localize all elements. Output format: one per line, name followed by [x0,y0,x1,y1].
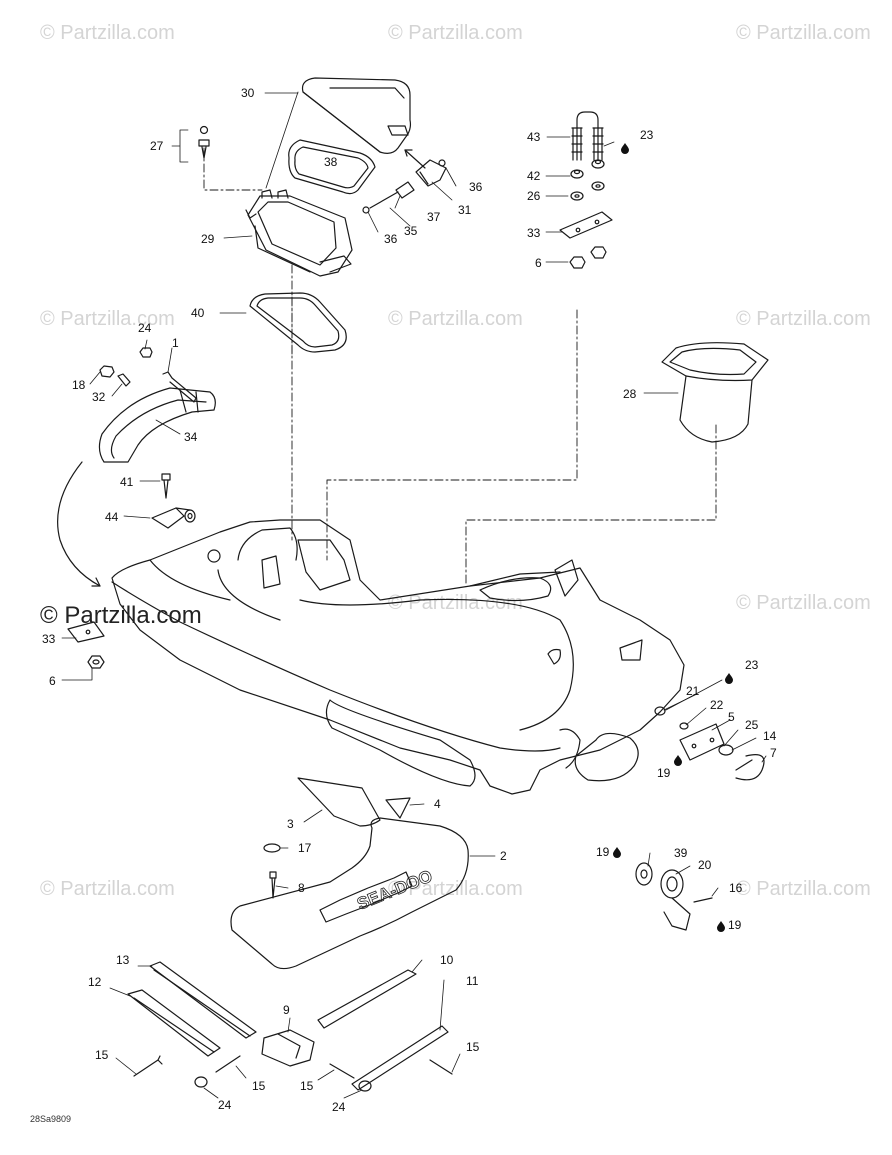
watermark: © Partzilla.com [40,308,175,330]
callout-38: 38 [324,155,338,169]
watermark: © Partzilla.com [40,22,175,44]
callout-6: 6 [535,256,542,270]
callout-24: 24 [218,1098,232,1112]
callout-24: 24 [332,1100,346,1114]
u-bolt-hardware [559,111,613,269]
callout-7: 7 [770,746,777,760]
callout-39: 39 [674,846,688,860]
assembly-lines [203,147,717,586]
callout-15: 15 [252,1079,266,1093]
drain-plug [635,862,713,931]
callout-11: 11 [466,974,479,988]
storage-basket [661,342,769,443]
callout-28: 28 [623,387,637,401]
figure-code: 28Sa9809 [30,1114,72,1124]
watermark: © Partzilla.com [388,22,523,44]
callout-15: 15 [300,1079,314,1093]
callout-6: 6 [49,674,56,688]
callout-19: 19 [728,918,742,932]
oil-drop-icon [621,143,629,154]
callout-34: 34 [184,430,198,444]
callout-35: 35 [404,224,418,238]
lid-gasket [288,139,376,195]
callout-25: 25 [745,718,759,732]
watermark: © Partzilla.com [388,878,523,900]
brand-watermark: © Partzilla.com [40,602,202,629]
callout-29: 29 [201,232,215,246]
callout-17: 17 [298,841,312,855]
callout-23: 23 [640,128,654,142]
callout-33: 33 [42,632,56,646]
watermark: © Partzilla.com [736,22,871,44]
callout-42: 42 [527,169,541,183]
callout-33: 33 [527,226,541,240]
callout-13: 13 [116,953,130,967]
callout-32: 32 [92,390,106,404]
storage-bin [245,189,353,277]
bracket-9 [261,1029,315,1067]
callout-10: 10 [440,953,454,967]
watermark: © Partzilla.com [388,308,523,330]
callout-36: 36 [469,180,483,194]
callout-3: 3 [287,817,294,831]
callout-20: 20 [698,858,712,872]
oil-drop-icon [725,673,733,684]
callout-16: 16 [729,881,743,895]
bin-gasket [249,292,347,353]
callout-26: 26 [527,189,541,203]
callout-44: 44 [105,510,119,524]
callout-14: 14 [763,729,777,743]
callout-24: 24 [138,321,152,335]
storage-lid [301,77,412,154]
callout-22: 22 [710,698,724,712]
oil-drop-icon [613,847,621,858]
tow-eye-hardware [654,706,765,781]
lid-latch [362,149,447,214]
callout-5: 5 [728,710,735,724]
callout-23: 23 [745,658,759,672]
watermark: © Partzilla.com [40,878,175,900]
assembly-arrow [57,461,101,587]
callout-9: 9 [283,1003,290,1017]
tie-down [151,473,196,529]
callout-36: 36 [384,232,398,246]
callout-21: 21 [686,684,700,698]
grille-plates [297,777,411,827]
callout-43: 43 [527,130,541,144]
callout-41: 41 [120,475,134,489]
watermark: © Partzilla.com [736,592,871,614]
callout-27: 27 [150,139,164,153]
callout-31: 31 [458,203,472,217]
callout-2: 2 [500,849,507,863]
cap-24 [194,1076,208,1088]
callout-15: 15 [466,1040,480,1054]
callout-15: 15 [95,1048,109,1062]
grab-handle [98,347,216,463]
callout-4: 4 [434,797,441,811]
cap-screw [263,843,281,899]
callout-18: 18 [72,378,86,392]
callout-8: 8 [298,881,305,895]
watercraft-hull [111,519,685,795]
watermark: © Partzilla.com [736,878,871,900]
callout-30: 30 [241,86,255,100]
callout-40: 40 [191,306,205,320]
leader-lines [61,91,767,1099]
trim-rails [127,961,449,1091]
callout-19: 19 [596,845,610,859]
callout-1: 1 [172,336,179,350]
callout-37: 37 [427,210,441,224]
callout-19: 19 [657,766,671,780]
oil-drop-icon [674,755,682,766]
hull-bottom-pad [230,817,469,970]
cap-24 [358,1080,372,1092]
screw-27 [198,125,210,159]
rivets [133,1055,453,1079]
callout-12: 12 [88,975,102,989]
watermark: © Partzilla.com [736,308,871,330]
oil-drop-icon [717,921,725,932]
